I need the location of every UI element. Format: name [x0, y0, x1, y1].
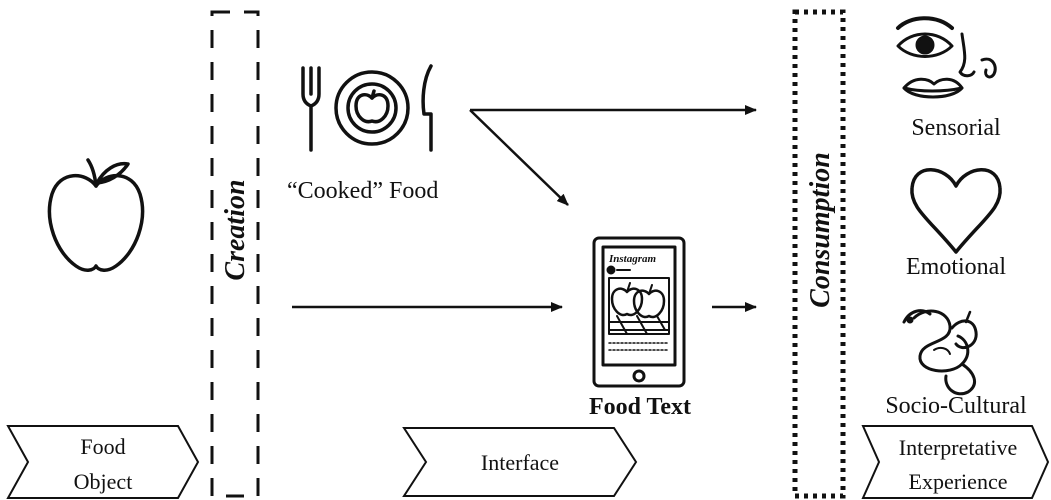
chevron-interface: Interface: [402, 427, 638, 497]
food-text-label: Food Text: [589, 394, 691, 420]
chevron-food-object-line2: Object: [74, 469, 133, 494]
arrow-plate-to-food-text: [469, 109, 569, 206]
creation-stage: Creation: [210, 10, 260, 498]
chevron-interpretative-line1: Interpretative: [899, 435, 1018, 460]
senses-icon: [896, 16, 997, 99]
chevron-interface-label: Interface: [481, 450, 559, 475]
chevron-food-object: Food Object: [6, 425, 200, 499]
consumption-stage: Consumption: [792, 9, 846, 499]
creation-dashed-box: [210, 10, 260, 498]
chevron-food-object-shape: [6, 425, 200, 499]
chevron-interpretative-experience: Interpretative Experience: [861, 425, 1050, 499]
sensorial-label: Sensorial: [911, 115, 1001, 141]
emotional-label: Emotional: [906, 254, 1006, 280]
phone-icon: [592, 236, 686, 388]
chevron-interface-shape: [402, 427, 638, 497]
creation-label: Creation: [220, 179, 251, 280]
consumption-dotted-box: [792, 9, 846, 499]
cooked-food-label: “Cooked” Food: [287, 178, 438, 204]
chevron-food-object-line1: Food: [80, 434, 125, 459]
flow-arrows: [292, 105, 757, 312]
snake-apple-icon: [902, 309, 978, 396]
consumption-label: Consumption: [805, 152, 836, 308]
apple-icon: [47, 158, 145, 272]
socio-cultural-label: Socio-Cultural: [885, 393, 1027, 419]
instagram-label: Instagram: [608, 253, 657, 265]
chevron-interpretative-line2: Experience: [909, 469, 1008, 494]
heart-icon: [910, 168, 1002, 254]
plate-cutlery-icon: [301, 64, 433, 152]
chevron-interpretative-shape: [861, 425, 1050, 499]
